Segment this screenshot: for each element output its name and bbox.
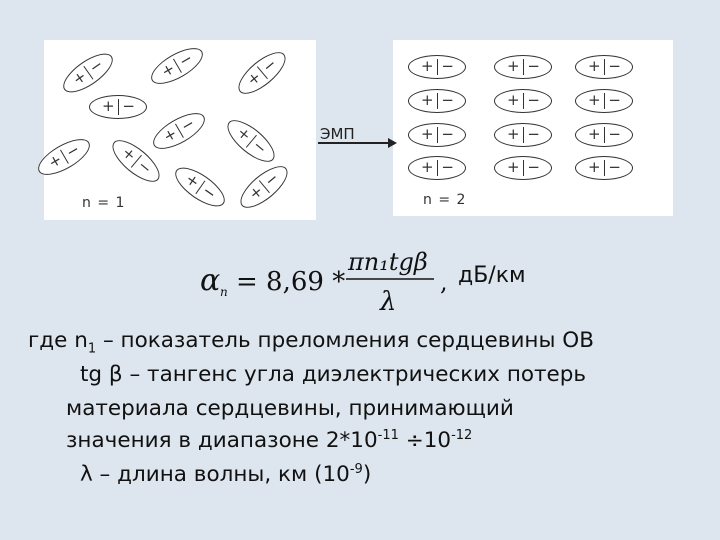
dipole-aligned-2: +− bbox=[494, 55, 552, 79]
dipole-random-2: +− bbox=[146, 41, 208, 91]
dipole-aligned-6: +− bbox=[575, 89, 633, 113]
dipole-random-4: +− bbox=[89, 95, 147, 119]
minus-sign: − bbox=[527, 123, 540, 145]
attenuation-formula: α п = 8,69 * πn₁tgβ λ , bbox=[196, 240, 496, 320]
formula-coefficient: = 8,69 * bbox=[236, 267, 345, 297]
minus-sign: − bbox=[441, 55, 454, 77]
refractive-index-label-right: n = 2 bbox=[423, 192, 466, 208]
dipole-random-9: +− bbox=[169, 161, 230, 214]
plus-sign: + bbox=[588, 156, 601, 178]
minus-sign: − bbox=[527, 89, 540, 111]
alpha-symbol: α bbox=[200, 263, 220, 298]
alpha-subscript: п bbox=[220, 285, 228, 299]
random-dipoles-panel: n = 1 +−+−+−+−+−+−+−+−+−+− bbox=[44, 40, 316, 220]
plus-sign: + bbox=[507, 55, 520, 77]
dipole-random-3: +− bbox=[232, 45, 292, 101]
minus-sign: − bbox=[608, 55, 621, 77]
aligned-dipoles-panel: n = 2 +−+−+−+−+−+−+−+−+−+−+−+− bbox=[393, 40, 673, 216]
minus-sign: − bbox=[260, 167, 284, 192]
formula-comma: , bbox=[440, 268, 448, 296]
dipole-aligned-11: +− bbox=[494, 156, 552, 180]
dipole-aligned-1: +− bbox=[408, 55, 466, 79]
plus-sign: + bbox=[421, 89, 434, 111]
description-line-1: где n1 – показатель преломления сердцеви… bbox=[28, 328, 594, 353]
plus-sign: + bbox=[588, 123, 601, 145]
minus-sign: − bbox=[441, 156, 454, 178]
dipole-random-10: +− bbox=[234, 159, 294, 215]
formula-denominator: λ bbox=[379, 287, 396, 317]
field-arrow-icon bbox=[318, 135, 398, 151]
plus-sign: + bbox=[421, 55, 434, 77]
plus-sign: + bbox=[588, 89, 601, 111]
description-line-4: значения в диапазоне 2*10-11 ÷10-12 bbox=[66, 428, 472, 453]
dipole-random-1: +− bbox=[57, 47, 118, 100]
minus-sign: − bbox=[608, 123, 621, 145]
dipole-aligned-5: +− bbox=[494, 89, 552, 113]
minus-sign: − bbox=[258, 53, 282, 78]
plus-sign: + bbox=[102, 95, 115, 117]
dipole-aligned-8: +− bbox=[494, 123, 552, 147]
minus-sign: − bbox=[527, 55, 540, 77]
plus-sign: + bbox=[421, 123, 434, 145]
description-line-3: материала сердцевины, принимающий bbox=[66, 396, 514, 421]
dipole-random-5: +− bbox=[148, 106, 210, 156]
minus-sign: − bbox=[608, 89, 621, 111]
dipole-random-7: +− bbox=[33, 132, 95, 182]
refractive-index-label-left: n = 1 bbox=[82, 195, 125, 211]
dipole-aligned-7: +− bbox=[408, 123, 466, 147]
description-line-5: λ – длина волны, км (10-9) bbox=[80, 462, 371, 487]
minus-sign: − bbox=[122, 95, 135, 117]
plus-sign: + bbox=[507, 156, 520, 178]
formula-unit: дБ/км bbox=[458, 263, 526, 288]
plus-sign: + bbox=[242, 66, 266, 91]
plus-sign: + bbox=[232, 122, 256, 147]
plus-sign: + bbox=[117, 142, 141, 167]
plus-sign: + bbox=[588, 55, 601, 77]
plus-sign: + bbox=[507, 89, 520, 111]
minus-sign: − bbox=[527, 156, 540, 178]
minus-sign: − bbox=[441, 89, 454, 111]
minus-sign: − bbox=[441, 123, 454, 145]
dipole-random-6: +− bbox=[221, 113, 281, 169]
minus-sign: − bbox=[85, 53, 108, 78]
dipole-aligned-9: +− bbox=[575, 123, 633, 147]
dipole-aligned-10: +− bbox=[408, 156, 466, 180]
dipole-aligned-12: +− bbox=[575, 156, 633, 180]
plus-sign: + bbox=[181, 168, 204, 193]
plus-sign: + bbox=[68, 65, 91, 90]
formula-numerator: πn₁tgβ bbox=[347, 248, 428, 276]
plus-sign: + bbox=[507, 123, 520, 145]
description-line-2: tg β – тангенс угла диэлектрических поте… bbox=[80, 362, 586, 387]
plus-sign: + bbox=[244, 180, 268, 205]
plus-sign: + bbox=[421, 156, 434, 178]
dipole-aligned-4: +− bbox=[408, 89, 466, 113]
dipole-aligned-3: +− bbox=[575, 55, 633, 79]
minus-sign: − bbox=[608, 156, 621, 178]
